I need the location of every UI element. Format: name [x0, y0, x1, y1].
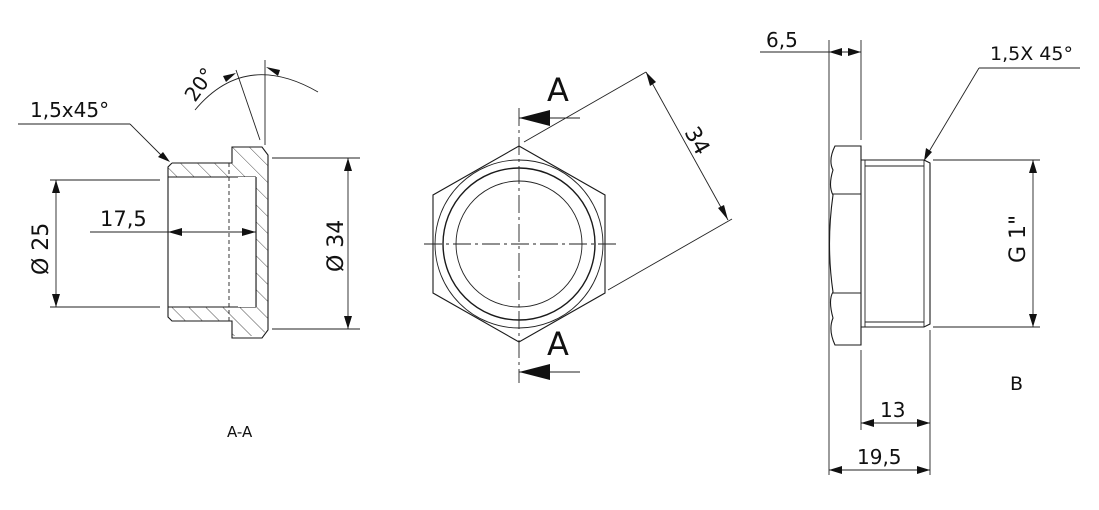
- across-flats-label: 34: [679, 123, 714, 160]
- section-mark-top: A: [547, 71, 569, 109]
- chamfer-label-side: 1,5X 45°: [990, 43, 1073, 65]
- thread-length-label: 13: [880, 398, 905, 422]
- outer-diameter-label: Ø 34: [324, 220, 349, 272]
- bore-depth-label: 17,5: [100, 207, 147, 231]
- inner-diameter-label: Ø 25: [29, 223, 54, 275]
- angle-label: 20°: [179, 63, 219, 106]
- front-view: A A 34: [424, 71, 733, 383]
- hex-thickness-label: 6,5: [766, 28, 798, 52]
- total-length-label: 19,5: [857, 445, 902, 469]
- side-view-label: B: [1010, 373, 1023, 395]
- section-view: 1,5x45° 20° Ø 25 17,5 Ø 34 A-A: [18, 60, 360, 441]
- chamfer-label-section: 1,5x45°: [30, 98, 109, 122]
- thread-label: G 1": [1006, 215, 1031, 263]
- section-mark-bottom: A: [547, 325, 569, 363]
- side-view: 6,5 1,5X 45° G 1" B 13 19,5: [760, 28, 1080, 475]
- section-view-label: A-A: [227, 423, 253, 441]
